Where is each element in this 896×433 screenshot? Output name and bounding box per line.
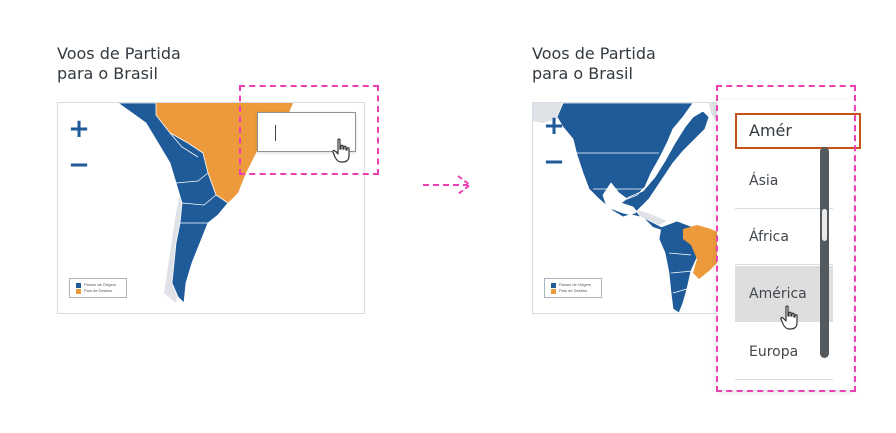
- legend-destination-label: País de Destino: [84, 288, 113, 293]
- region-dropdown[interactable]: Amér Ásia África América Europa: [717, 100, 861, 390]
- right-title-line1: Voos de Partida: [532, 44, 656, 63]
- dropdown-option-europa[interactable]: Europa: [735, 324, 833, 380]
- legend-origin-label: Países de Origem: [84, 282, 117, 287]
- hand-pointer-icon: [332, 138, 350, 163]
- left-zoom-in-button[interactable]: +: [68, 114, 90, 144]
- right-highlight-frame: [716, 85, 856, 392]
- hand-pointer-icon: [780, 305, 798, 330]
- left-zoom-out-button[interactable]: −: [68, 150, 90, 180]
- legend-destination-swatch: [76, 288, 81, 294]
- left-map-south-america: [117, 103, 229, 304]
- left-title-line2: para o Brasil: [57, 64, 158, 83]
- left-title-line1: Voos de Partida: [57, 44, 181, 63]
- left-highlight-frame: [239, 85, 379, 175]
- right-zoom-out-button[interactable]: −: [543, 147, 565, 177]
- left-map-legend: Países de Origem País de Destino: [69, 278, 127, 298]
- dropdown-scrollbar[interactable]: [820, 147, 829, 358]
- region-search-input[interactable]: Amér: [735, 113, 861, 149]
- right-map-north-america: [556, 103, 710, 218]
- dropdown-option-asia[interactable]: Ásia: [735, 153, 833, 209]
- dashed-arrow-right-icon: [423, 175, 472, 195]
- right-map-legend: Países de Origem País de Destino: [544, 278, 602, 298]
- right-zoom-in-button[interactable]: +: [543, 111, 565, 141]
- right-title-line2: para o Brasil: [532, 64, 633, 83]
- legend-destination-label: País de Destino: [559, 288, 588, 293]
- left-panel-title: Voos de Partida para o Brasil: [57, 44, 181, 84]
- legend-origin-label: Países de Origem: [559, 282, 592, 287]
- legend-destination-swatch: [551, 288, 556, 294]
- text-caret: [275, 125, 276, 141]
- dropdown-scrollbar-thumb[interactable]: [822, 209, 827, 241]
- legend-origin-swatch: [551, 282, 556, 288]
- legend-origin-swatch: [76, 282, 81, 288]
- dropdown-option-africa[interactable]: África: [735, 209, 833, 265]
- right-panel-title: Voos de Partida para o Brasil: [532, 44, 656, 84]
